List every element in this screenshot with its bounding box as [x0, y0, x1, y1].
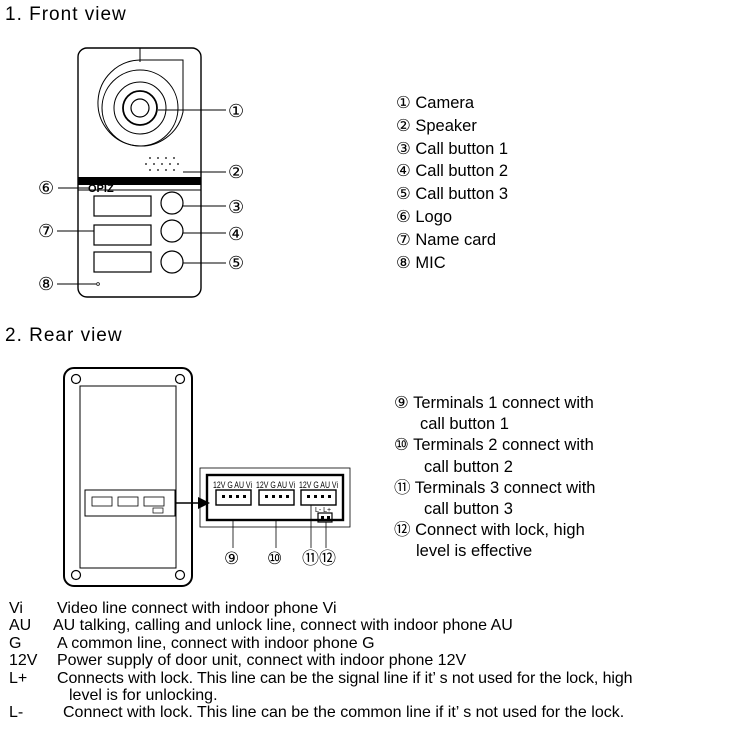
- callout-7: ⑦: [38, 221, 54, 241]
- lock-label: L- L+: [315, 507, 331, 514]
- front-panel: [77, 47, 202, 298]
- mic-hole: [96, 282, 100, 286]
- call-button-2: [160, 219, 184, 243]
- legend-call-button-3: ⑤ Call button 3: [396, 185, 509, 204]
- call-button-3: [160, 250, 184, 274]
- rear-legend: ⑨ Terminals 1 connect with call button 1…: [394, 393, 595, 563]
- glossary-code: 12V: [9, 652, 38, 670]
- legend-terminals-1-cont: call button 1: [420, 415, 509, 434]
- callout-11: ⑪: [302, 549, 319, 568]
- front-view-title: 1. Front view: [5, 4, 127, 25]
- rear-view-title: 2. Rear view: [5, 325, 123, 346]
- glossary-desc: AU talking, calling and unlock line, con…: [53, 617, 513, 635]
- wiring-glossary: Vi Video line connect with indoor phone …: [9, 600, 739, 722]
- callout-8: ⑧: [38, 274, 54, 294]
- glossary-code: L+: [9, 669, 28, 687]
- glossary-desc: Power supply of door unit, connect with …: [57, 652, 467, 670]
- camera-area: [97, 48, 184, 147]
- name-card-3: [93, 251, 152, 273]
- glossary-code: G: [9, 634, 22, 652]
- name-card-1: [93, 195, 152, 217]
- terminal-3-label: 12V G AU Vi: [299, 480, 338, 490]
- glossary-row-12v: 12V Power supply of door unit, connect w…: [9, 652, 739, 669]
- legend-terminals-2: ⑩ Terminals 2 connect with: [394, 436, 594, 455]
- terminal-1-label: 12V G AU Vi: [213, 480, 252, 490]
- glossary-row-l-minus: L- Connect with lock. This line can be t…: [9, 704, 739, 721]
- terminal-2-label: 12V G AU Vi: [256, 480, 295, 490]
- callout-4: ④: [228, 224, 244, 244]
- call-button-1: [160, 191, 184, 215]
- front-callouts: ① ② ⑥ ③ ⑦ ④ ⑤ ⑧: [38, 101, 244, 294]
- glossary-desc: A common line, connect with indoor phone…: [57, 634, 375, 652]
- logo-text: OPIZ: [88, 183, 114, 195]
- glossary-code: Vi: [9, 600, 23, 617]
- glossary-code: AU: [9, 617, 32, 635]
- glossary-desc: Connects with lock. This line can be the…: [57, 669, 633, 687]
- legend-terminals-2-cont: call button 2: [424, 457, 513, 476]
- rear-callouts: ⑨ ⑩ ⑪ ⑫: [224, 549, 336, 568]
- legend-call-button-1: ③ Call button 1: [396, 139, 509, 158]
- glossary-row-g: G A common line, connect with indoor pho…: [9, 635, 739, 652]
- legend-call-button-2: ④ Call button 2: [396, 162, 509, 181]
- terminal-labels: 12V G AU Vi 12V G AU Vi 12V G AU Vi L- L…: [213, 480, 338, 514]
- glossary-code: L-: [9, 704, 24, 722]
- front-legend: ① Camera ② Speaker ③ Call button 1 ④ Cal…: [396, 92, 508, 274]
- glossary-row-vi: Vi Video line connect with indoor phone …: [9, 600, 739, 617]
- legend-logo: ⑥ Logo: [396, 207, 453, 226]
- callout-1: ①: [228, 101, 244, 121]
- zoom-arrow: [175, 497, 210, 509]
- legend-lock-cont: level is effective: [416, 542, 533, 561]
- front-leader-lines: [57, 109, 226, 285]
- legend-lock: ⑫ Connect with lock, high: [394, 521, 585, 540]
- callout-10: ⑩: [267, 549, 282, 568]
- callout-2: ②: [228, 162, 244, 182]
- callout-3: ③: [228, 197, 244, 217]
- legend-camera: ① Camera: [396, 94, 475, 112]
- legend-terminals-1: ⑨ Terminals 1 connect with: [394, 394, 594, 412]
- glossary-desc: Connect with lock. This line can be the …: [63, 704, 625, 722]
- name-card-2: [93, 224, 152, 246]
- glossary-desc: level is for unlocking.: [69, 686, 218, 704]
- glossary-row-l-plus: L+ Connects with lock. This line can be …: [9, 670, 739, 687]
- glossary-desc: Video line connect with indoor phone Vi: [57, 600, 337, 617]
- callout-9: ⑨: [224, 549, 239, 568]
- rear-panel: [63, 367, 193, 587]
- glossary-row-l-plus-cont: level is for unlocking.: [9, 687, 739, 704]
- legend-terminals-3-cont: call button 3: [424, 500, 513, 519]
- callout-6: ⑥: [38, 178, 54, 198]
- speaker-holes: [145, 157, 179, 171]
- callout-5: ⑤: [228, 253, 244, 273]
- terminal-board: [199, 467, 351, 548]
- glossary-row-au: AU AU talking, calling and unlock line, …: [9, 617, 739, 634]
- legend-mic: ⑧ MIC: [396, 253, 446, 272]
- legend-speaker: ② Speaker: [396, 116, 477, 135]
- callout-12: ⑫: [319, 549, 336, 568]
- legend-name-card: ⑦ Name card: [396, 230, 497, 249]
- legend-terminals-3: ⑪ Terminals 3 connect with: [394, 478, 596, 497]
